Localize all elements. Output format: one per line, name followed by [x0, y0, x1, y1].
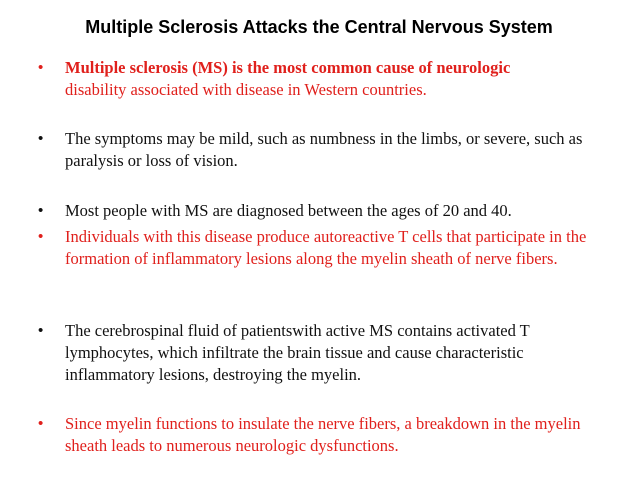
bullet-text: The symptoms may be mild, such as numbne…	[65, 129, 583, 170]
bullet-item: • The cerebrospinal fluid of patientswit…	[38, 320, 610, 386]
bullet-text-lead: Multiple sclerosis (MS) is the most comm…	[65, 58, 511, 77]
bullet-text: Multiple sclerosis (MS) is the most comm…	[65, 57, 610, 101]
slide-title: Multiple Sclerosis Attacks the Central N…	[85, 17, 553, 37]
bullet-text: Individuals with this disease produce au…	[65, 227, 587, 268]
bullet-marker: •	[38, 228, 44, 245]
bullet-text: Most people with MS are diagnosed betwee…	[65, 201, 512, 220]
bullet-marker: •	[38, 415, 44, 432]
bullet-item: • The symptoms may be mild, such as numb…	[38, 128, 610, 172]
bullet-marker: •	[38, 202, 44, 219]
bullet-item: • Since myelin functions to insulate the…	[38, 413, 610, 457]
bullet-item: • Individuals with this disease produce …	[38, 226, 610, 270]
bullet-marker: •	[38, 59, 44, 76]
bullet-item: • Multiple sclerosis (MS) is the most co…	[38, 57, 610, 101]
bullet-marker: •	[38, 322, 44, 339]
bullet-marker: •	[38, 130, 44, 147]
bullet-text-rest: disability associated with disease in We…	[65, 80, 427, 99]
bullet-item: • Most people with MS are diagnosed betw…	[38, 200, 610, 222]
bullet-text: The cerebrospinal fluid of patientswith …	[65, 321, 530, 384]
bullet-text: Since myelin functions to insulate the n…	[65, 414, 581, 455]
